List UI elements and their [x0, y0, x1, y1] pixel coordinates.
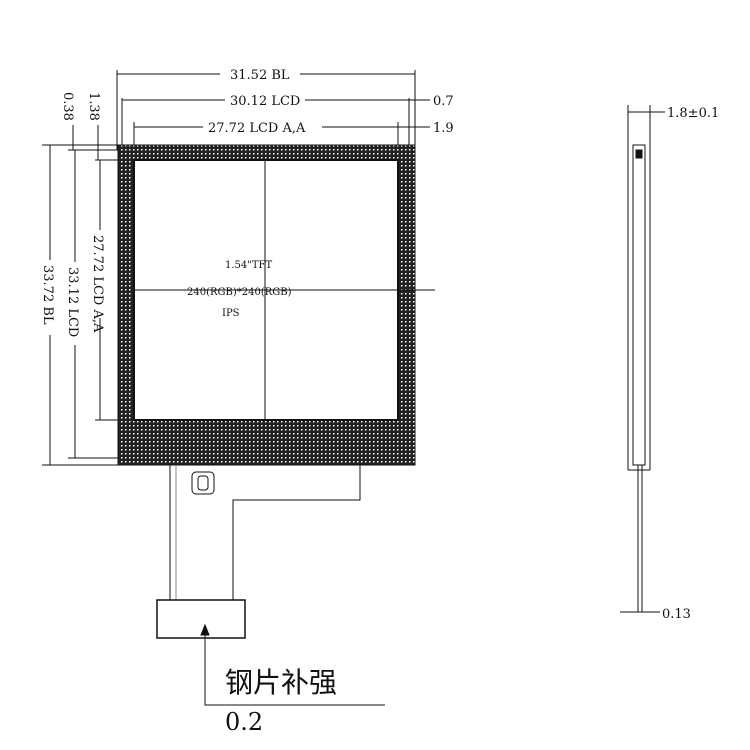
dim-fpc-thickness: 0.13	[662, 607, 691, 622]
panel-resolution: 240(RGB)*240(RGB)	[187, 287, 292, 298]
dim-stiffener: 0.2	[225, 708, 263, 736]
dim-top-aa: 1.38	[86, 92, 101, 121]
panel-size: 1.54"TFT	[225, 260, 272, 271]
dim-bl-height: 33.72 BL	[40, 265, 55, 325]
dim-right-aa: 1.9	[433, 121, 454, 136]
side-view	[620, 105, 665, 613]
dim-bl-width: 31.52 BL	[230, 68, 290, 83]
panel-type: IPS	[222, 308, 240, 319]
lcd-panel	[117, 144, 435, 466]
dim-right-lcd: 0.7	[433, 94, 454, 109]
dim-top-lcd: 0.38	[60, 92, 75, 121]
dim-aa-width: 27.72 LCD A,A	[208, 121, 306, 136]
stiffener-label: 钢片补强	[225, 666, 337, 699]
dim-thickness: 1.8±0.1	[667, 106, 719, 121]
dim-lcd-height: 33.12 LCD	[65, 267, 80, 337]
fpc-tail	[156, 464, 385, 706]
dim-lcd-width: 30.12 LCD	[230, 94, 300, 109]
dim-aa-height: 27.72 LCD A,A	[90, 235, 105, 333]
